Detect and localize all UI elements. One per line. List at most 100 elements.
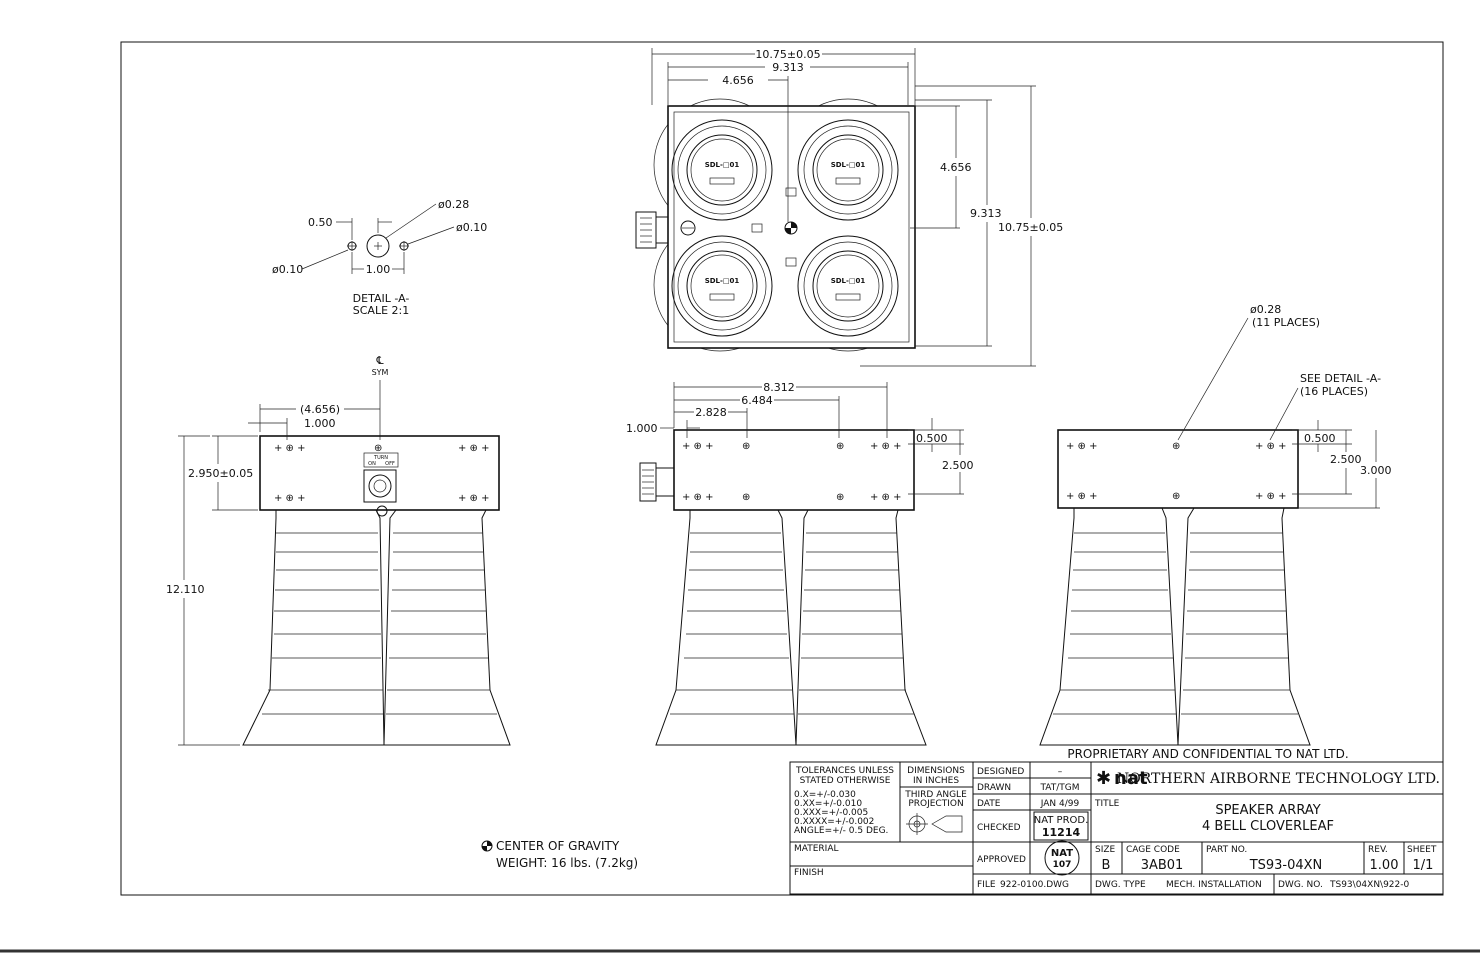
stamp-circle-text: NAT (1051, 848, 1073, 859)
hole-places: (11 PLACES) (1252, 316, 1320, 329)
dim-8312: 8.312 (763, 381, 795, 394)
dim-right-half: 4.656 (940, 161, 972, 174)
dim-half-width: 4.656 (722, 74, 754, 87)
bell-horn-left (1039, 507, 1179, 746)
top-housing-inner (673, 111, 910, 343)
detail-dim-hole-010: ø0.10 (456, 221, 487, 234)
svg-text:+ ⊕ +: + ⊕ + (458, 493, 490, 504)
detail-dim-hole-028: ø0.28 (438, 198, 469, 211)
drawn-value: TAT/TGM (1039, 783, 1079, 793)
detail-places: (16 PLACES) (1300, 385, 1368, 398)
dim-0500: 0.500 (1304, 432, 1336, 445)
dim-right-overall: 10.75±0.05 (998, 221, 1063, 234)
dim-inner-width: 9.313 (772, 61, 804, 74)
bell-horn-left (655, 509, 797, 746)
svg-text:+ ⊕ +: + ⊕ + (1066, 441, 1098, 452)
switch-on-label: ON (368, 461, 376, 467)
dimensions-note-2: IN INCHES (913, 776, 959, 786)
drawing-title: SPEAKER ARRAY (1215, 803, 1320, 818)
dim-overall-width: 10.75±0.05 (755, 48, 820, 61)
speaker-label: SDL-□01 (705, 161, 740, 169)
speaker-bottom-right: SDL-□01 (797, 235, 899, 337)
date-label: DATE (977, 799, 1001, 809)
nat-prod-stamp: NAT PROD. 11214 (1033, 811, 1089, 841)
rev-value: 1.00 (1370, 858, 1399, 873)
svg-text:⊕: ⊕ (836, 492, 844, 503)
speaker-label: SDL-□01 (831, 161, 866, 169)
svg-text:+ ⊕ +: + ⊕ + (870, 441, 902, 452)
stamp-number: 11214 (1042, 826, 1081, 839)
speaker-top-left: SDL-□01 (671, 119, 773, 221)
tolerance-line: 0.XXX=+/-0.005 (794, 808, 868, 818)
proprietary-note: PROPRIETARY AND CONFIDENTIAL TO NAT LTD. (1067, 747, 1348, 761)
svg-text:+ ⊕ +: + ⊕ + (1255, 441, 1287, 452)
svg-text:⊕: ⊕ (742, 441, 750, 452)
finish-label: FINISH (794, 868, 824, 878)
svg-text:⊕: ⊕ (374, 443, 382, 454)
weight-note: WEIGHT: 16 lbs. (7.2kg) (496, 856, 638, 870)
svg-text:+ ⊕ +: + ⊕ + (1066, 491, 1098, 502)
dim-12110: 12.110 (166, 583, 205, 596)
svg-text:+ ⊕ +: + ⊕ + (870, 492, 902, 503)
dim-1000: 1.000 (626, 422, 658, 435)
dim-6484: 6.484 (741, 394, 773, 407)
nat-logo-icon: ✱ (1096, 768, 1111, 789)
cage-code-label: CAGE CODE (1126, 845, 1180, 855)
svg-text:+ ⊕ +: + ⊕ + (274, 443, 306, 454)
right-side-view: + ⊕ +⊕ + ⊕ + + ⊕ +⊕ + ⊕ + ø0.28 (11 PLAC… (1039, 303, 1392, 746)
nat-logo: ✱ nat (1096, 768, 1148, 789)
speaker-top-right: SDL-□01 (797, 119, 899, 221)
dwg-type-value: MECH. INSTALLATION (1166, 880, 1262, 890)
approved-label: APPROVED (977, 855, 1026, 865)
rev-label: REV. (1368, 845, 1388, 855)
checked-label: CHECKED (977, 823, 1021, 833)
stamp-circle-number: 107 (1053, 860, 1072, 870)
file-label: FILE (977, 880, 996, 890)
tolerance-line: ANGLE=+/- 0.5 DEG. (794, 826, 888, 836)
svg-text:⊕: ⊕ (836, 441, 844, 452)
speaker-label: SDL-□01 (831, 277, 866, 285)
speaker-label: SDL-□01 (705, 277, 740, 285)
see-detail-note: SEE DETAIL -A- (1300, 372, 1381, 385)
svg-text:+ ⊕ +: + ⊕ + (458, 443, 490, 454)
detail-scale: SCALE 2:1 (353, 304, 409, 317)
detail-a: 0.50 ø0.28 ø0.10 ø0.10 1.00 DETAIL -A- S… (272, 198, 487, 317)
tolerances-title: TOLERANCES UNLESS (795, 766, 894, 776)
part-no-label: PART NO. (1206, 845, 1247, 855)
dim-right-inner: 9.313 (970, 207, 1002, 220)
dim-2828: 2.828 (695, 406, 727, 419)
cage-code-value: 3AB01 (1141, 858, 1184, 873)
dimensions-note: DIMENSIONS (907, 766, 965, 776)
drawing-border (120, 41, 1444, 896)
title-block: PROPRIETARY AND CONFIDENTIAL TO NAT LTD.… (789, 747, 1444, 895)
detail-dim-hole-010-left: ø0.10 (272, 263, 303, 276)
detail-title: DETAIL -A- (353, 292, 410, 305)
left-side-view: ℄ SYM + ⊕ ++ ⊕ + + ⊕ ++ ⊕ + ⊕ TURN ON OF… (166, 354, 511, 746)
sheet-label: SHEET (1407, 845, 1437, 855)
dim-2950: 2.950±0.05 (188, 467, 253, 480)
centerline-symbol: ℄ (375, 354, 383, 367)
drawing-subtitle: 4 BELL CLOVERLEAF (1202, 819, 1334, 834)
top-view: SDL-□01 SDL-□01 SDL-□01 SDL-□01 10.75± (635, 48, 1063, 367)
tolerance-line: 0.XX=+/-0.010 (794, 799, 862, 809)
drawn-label: DRAWN (977, 783, 1011, 793)
dwg-no-label: DWG. NO. (1278, 880, 1323, 890)
knob (680, 220, 696, 236)
housing-side (1057, 429, 1299, 509)
projection-note: THIRD ANGLE (904, 790, 967, 800)
svg-text:⊕: ⊕ (742, 492, 750, 503)
dim-2500: 2.500 (1330, 453, 1362, 466)
size-label: SIZE (1095, 845, 1116, 855)
tolerance-line: 0.XXXX=+/-0.002 (794, 817, 874, 827)
svg-text:+ ⊕ +: + ⊕ + (1255, 491, 1287, 502)
designed-label: DESIGNED (977, 767, 1024, 777)
company-name: NORTHERN AIRBORNE TECHNOLOGY LTD. (1117, 771, 1440, 787)
notes: CENTER OF GRAVITY WEIGHT: 16 lbs. (7.2kg… (481, 839, 638, 870)
svg-text:+ ⊕ +: + ⊕ + (274, 493, 306, 504)
third-angle-projection-icon (906, 813, 963, 835)
bell-horn-left (242, 509, 385, 746)
middle-side-view: + ⊕ +⊕ ⊕+ ⊕ + + ⊕ +⊕ ⊕+ ⊕ + 8.312 6.484 … (626, 381, 974, 746)
dim-1000: 1.000 (304, 417, 336, 430)
